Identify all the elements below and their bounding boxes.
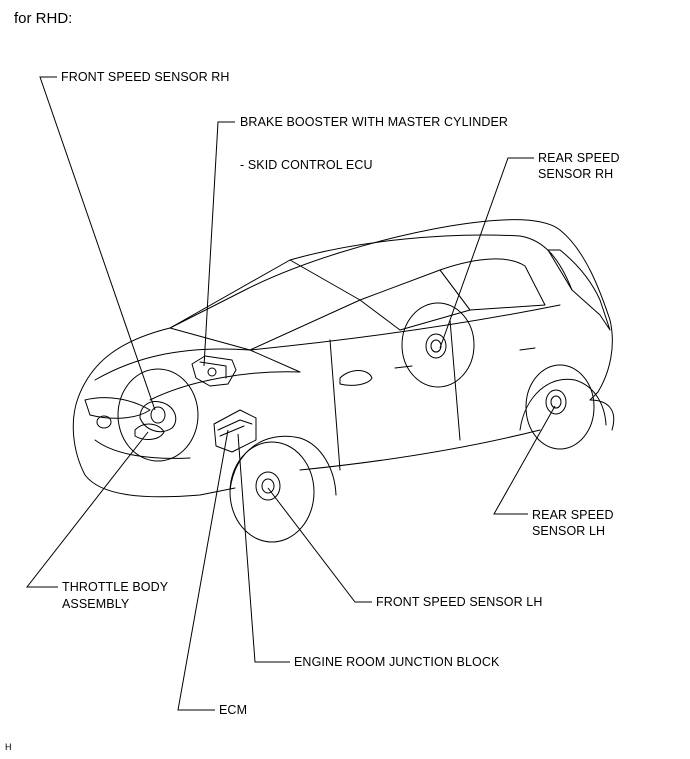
label-engine-room-junction-block: ENGINE ROOM JUNCTION BLOCK <box>294 655 500 669</box>
front-bumper <box>72 397 236 498</box>
throttle-body-part <box>134 423 165 440</box>
rear-wheel-rh <box>401 302 475 388</box>
rear-wheel-arch <box>519 378 607 431</box>
front-hub-lh <box>255 471 281 501</box>
leader-rear-speed-sensor-rh <box>439 157 534 349</box>
front-wheel-lh <box>229 441 315 543</box>
label-rear-speed-sensor-rh-line2: SENSOR RH <box>538 167 614 181</box>
rear-bumper <box>589 399 615 431</box>
roof-line <box>289 234 573 291</box>
headlamp <box>84 397 151 419</box>
label-skid-control-ecu: - SKID CONTROL ECU <box>240 158 373 172</box>
door-line-rear <box>449 319 461 441</box>
grille <box>94 439 191 459</box>
label-front-speed-sensor-lh: FRONT SPEED SENSOR LH <box>376 595 543 609</box>
windshield <box>169 259 361 351</box>
front-speed-sensor-rh-part <box>139 401 177 433</box>
side-mirror <box>339 370 373 386</box>
leader-ecm <box>177 429 229 711</box>
front-wheel-arch <box>229 435 337 496</box>
label-throttle-body-line2: ASSEMBLY <box>62 597 130 611</box>
door-handle-rear <box>519 347 536 351</box>
leader-throttle-body <box>25 431 149 588</box>
label-rear-speed-sensor-rh-line1: REAR SPEED <box>538 151 620 165</box>
side-window-rear <box>439 258 546 311</box>
leader-brake-booster <box>203 121 235 367</box>
door-handle-front <box>394 365 413 369</box>
front-wheel-rh <box>117 368 199 462</box>
leader-engine-room-junction-block <box>237 433 290 663</box>
door-line-front <box>329 339 341 471</box>
side-skirt <box>299 429 541 471</box>
ecm-part <box>213 409 257 453</box>
label-front-speed-sensor-rh: FRONT SPEED SENSOR RH <box>61 70 230 84</box>
beltline <box>249 304 561 351</box>
rear-wheel-lh <box>525 364 595 450</box>
label-brake-booster: BRAKE BOOSTER WITH MASTER CYLINDER <box>240 115 509 129</box>
label-throttle-body-line1: THROTTLE BODY <box>62 580 169 594</box>
rear-hub-rh <box>425 333 447 359</box>
leader-front-speed-sensor-rh <box>39 76 156 411</box>
label-rear-speed-sensor-lh-line2: SENSOR LH <box>532 524 606 538</box>
side-window-front <box>359 269 471 331</box>
leader-front-speed-sensor-lh <box>267 487 372 603</box>
leader-rear-speed-sensor-lh <box>493 405 556 515</box>
car-body-outline <box>77 219 613 401</box>
page-title: for RHD: <box>14 10 73 27</box>
fog-lamp <box>96 415 112 429</box>
label-rear-speed-sensor-lh-line1: REAR SPEED <box>532 508 614 522</box>
hood <box>94 348 301 401</box>
label-ecm: ECM <box>219 703 248 717</box>
rear-window <box>547 249 611 331</box>
rear-hub-lh <box>545 389 567 415</box>
brake-booster-part <box>191 355 237 387</box>
figure-code: H <box>5 742 12 752</box>
